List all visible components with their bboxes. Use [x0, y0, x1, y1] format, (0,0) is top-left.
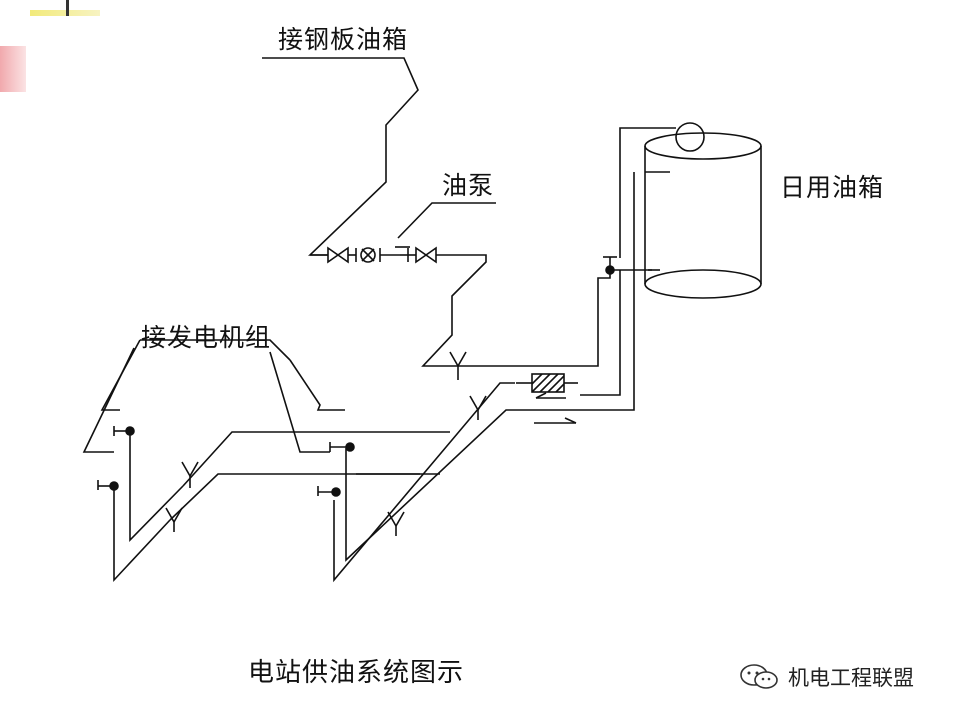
generator-set-label: 接发电机组 — [141, 323, 272, 352]
generator-leader-left — [82, 347, 135, 453]
left-supply-line — [129, 431, 184, 542]
cross-line-upper — [182, 431, 450, 487]
generator-branch-right — [289, 359, 345, 411]
manifold-return-right — [333, 382, 515, 583]
daily-tank-label: 日用油箱 — [780, 173, 885, 202]
oil-pump-label: 油泵 — [442, 171, 495, 200]
return-line-from-tank — [580, 282, 621, 396]
wechat-icon — [740, 664, 778, 689]
slide-decoration-bar — [30, 10, 100, 16]
y-strainer-left-upper — [181, 461, 199, 488]
slide-decoration-tick — [66, 0, 69, 16]
y-strainer-lower-right — [387, 511, 405, 536]
y-strainer-left-lower — [165, 507, 183, 532]
pump-leader-line — [397, 202, 496, 239]
generator-top-bar — [140, 339, 291, 361]
valve-right-lower — [317, 486, 341, 497]
slide-decoration-accent — [0, 46, 26, 92]
supply-line-to-tank — [480, 270, 611, 367]
manifold-supply-right — [345, 409, 515, 562]
y-strainer-upper — [449, 351, 467, 380]
valve-left-upper — [113, 426, 135, 436]
steel-tank-pipe — [262, 57, 419, 256]
diagram-caption: 电站供油系统图示 — [248, 658, 465, 688]
oil-filter — [516, 373, 578, 393]
flow-arrow-left — [535, 392, 566, 399]
y-strainer-mid — [469, 395, 487, 420]
watermark: 机电工程联盟 — [738, 662, 914, 692]
pump-valve-assembly — [310, 246, 487, 367]
left-return-line — [113, 486, 171, 583]
cross-line-lower — [169, 473, 420, 521]
daily-tank — [644, 122, 762, 299]
steel-tank-label: 接钢板油箱 — [278, 25, 409, 54]
generator-leader-right — [269, 351, 330, 453]
tank-inlet-line — [515, 172, 635, 411]
valve-right-upper — [329, 442, 355, 452]
vent-line — [619, 127, 676, 258]
flow-arrow-right — [534, 417, 577, 424]
watermark-text: 机电工程联盟 — [788, 666, 914, 690]
valve-left-lower — [97, 480, 119, 491]
